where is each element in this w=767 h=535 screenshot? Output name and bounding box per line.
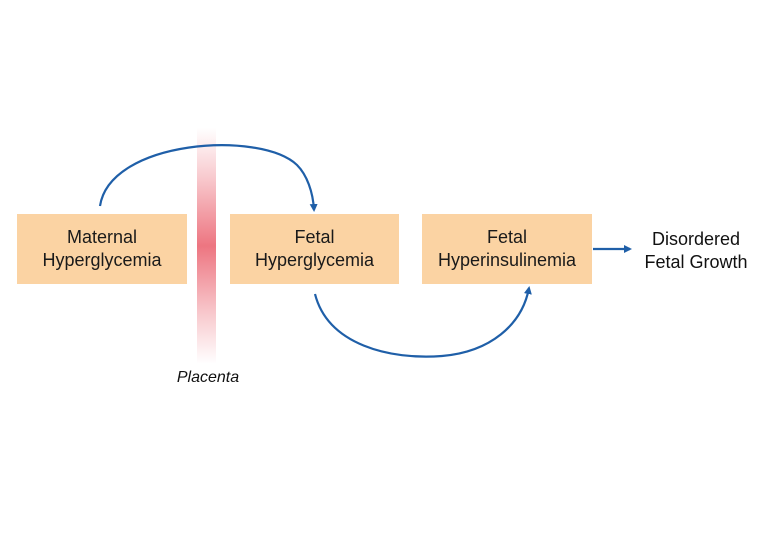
placenta-label: Placenta <box>176 369 240 386</box>
node-label-line: Hyperinsulinemia <box>437 250 577 270</box>
placenta-barrier <box>197 128 216 364</box>
fetal-hyperinsulinemia-node: Fetal Hyperinsulinemia <box>422 214 592 284</box>
arrow-fetal-hyperglycemia-to-hyperinsulinemia <box>313 286 532 358</box>
node-label-line: Hyperglycemia <box>42 250 162 270</box>
node-label-line: Maternal <box>66 227 137 247</box>
node-label-line: Disordered <box>651 229 741 249</box>
fetal-hyperglycemia-node: Fetal Hyperglycemia <box>230 214 399 284</box>
node-label-line: Fetal <box>294 227 335 247</box>
node-label-line: Fetal Growth <box>644 252 748 272</box>
arrow-maternal-to-fetal-hyperglycemia <box>98 144 318 212</box>
node-label-line: Fetal <box>486 227 528 247</box>
node-label-line: Hyperglycemia <box>254 250 375 270</box>
maternal-hyperglycemia-node: Maternal Hyperglycemia <box>17 214 187 284</box>
disordered-fetal-growth-node: Disordered Fetal Growth <box>636 228 756 274</box>
